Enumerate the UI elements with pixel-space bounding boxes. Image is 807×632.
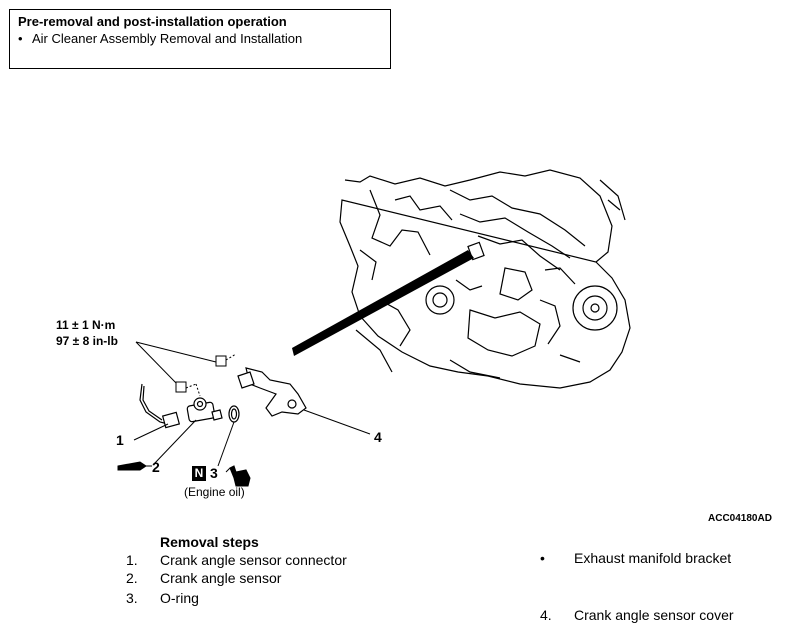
crank-angle-sensor bbox=[186, 397, 223, 423]
bolt-lower bbox=[175, 381, 201, 397]
callout-wedge bbox=[292, 250, 474, 356]
part-label-1: 1 bbox=[116, 432, 124, 448]
sensor-connector bbox=[139, 383, 181, 429]
figure-code: ACC04180AD bbox=[708, 513, 772, 524]
part-label-3: 3 bbox=[210, 465, 218, 481]
bullet: • bbox=[18, 31, 23, 46]
o-ring bbox=[228, 405, 240, 423]
oil-can-icon bbox=[225, 465, 251, 487]
part-leaders bbox=[133, 409, 371, 467]
removal-step: 3.O-ring bbox=[126, 590, 199, 606]
sealant-tube-icon bbox=[117, 461, 152, 471]
removal-step: 1.Crank angle sensor connector bbox=[126, 552, 347, 568]
pre-removal-item: • Air Cleaner Assembly Removal and Instal… bbox=[18, 30, 382, 47]
pre-removal-item-text: Air Cleaner Assembly Removal and Install… bbox=[32, 31, 303, 46]
bolt-upper bbox=[215, 353, 237, 367]
engine-oil-note: (Engine oil) bbox=[184, 485, 245, 499]
torque-spec-inlb: 97 ± 8 in-lb bbox=[56, 334, 118, 348]
removal-step: 4.Crank angle sensor cover bbox=[540, 607, 734, 623]
part-label-4: 4 bbox=[374, 429, 382, 445]
torque-leader bbox=[135, 341, 217, 386]
removal-steps-title: Removal steps bbox=[160, 534, 259, 550]
pre-removal-title: Pre-removal and post-installation operat… bbox=[18, 14, 287, 29]
torque-spec-nm: 11 ± 1 N·m bbox=[56, 318, 116, 332]
removal-step: 2.Crank angle sensor bbox=[126, 570, 282, 586]
removal-step: •Exhaust manifold bracket bbox=[540, 550, 732, 566]
n-mark-icon: N bbox=[192, 466, 206, 481]
part-label-2: 2 bbox=[152, 459, 160, 475]
pre-removal-box: Pre-removal and post-installation operat… bbox=[9, 9, 391, 69]
sensor-cover bbox=[237, 367, 307, 417]
engine-illustration bbox=[339, 169, 631, 389]
